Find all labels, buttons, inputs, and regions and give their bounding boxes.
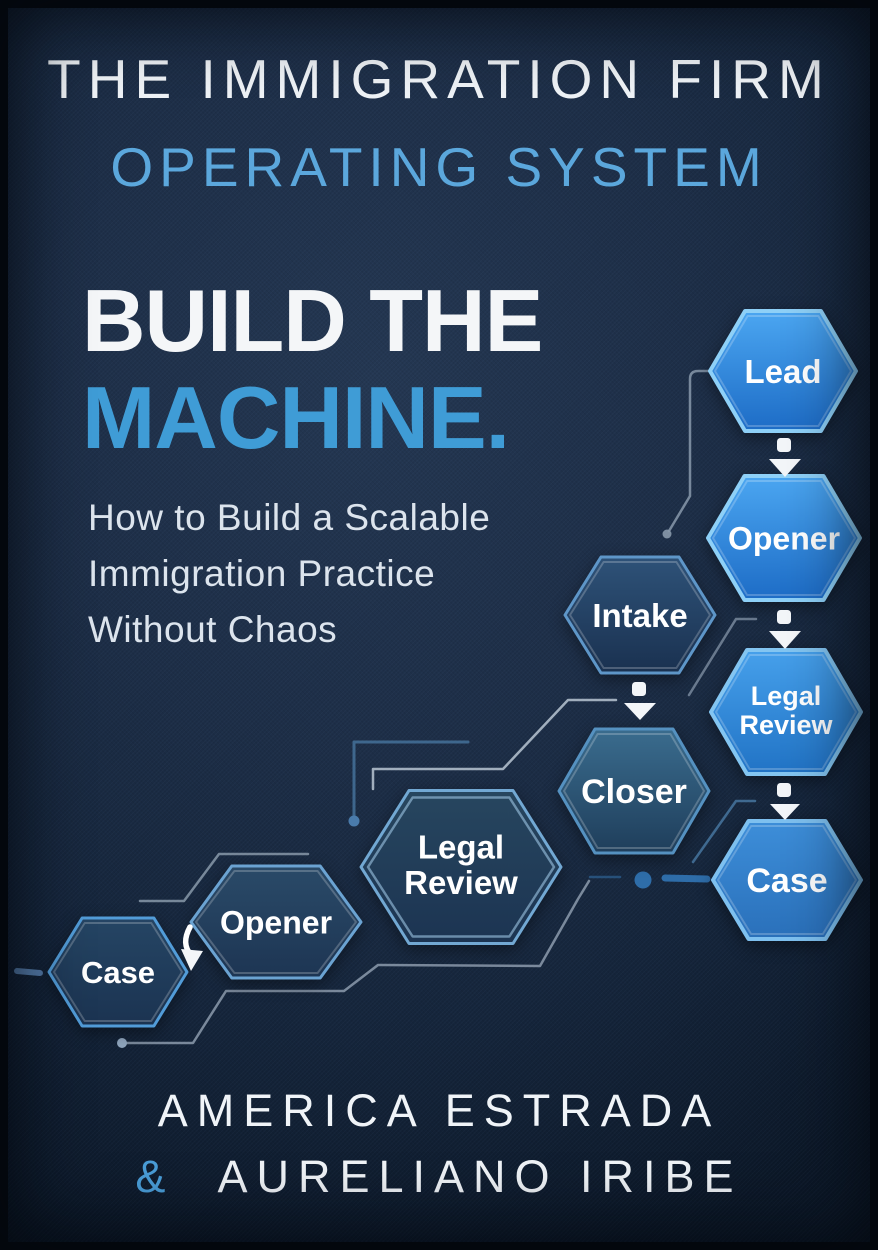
hex-label-lead: Lead xyxy=(744,353,821,390)
author-line1: AMERICA ESTRADA xyxy=(157,1085,721,1136)
headline-line1: BUILD THE xyxy=(82,271,543,370)
subtitle: How to Build a Scalable Immigration Prac… xyxy=(88,490,490,658)
hex-label-case-left: Case xyxy=(81,955,155,990)
flow-arrow-icon-opener-legalreview xyxy=(769,610,801,649)
flow-markers xyxy=(181,438,801,971)
flow-arrow-icon-legalreview-case xyxy=(770,783,800,820)
ampersand: & xyxy=(135,1151,175,1202)
circuit-traces xyxy=(14,369,758,1048)
hex-label-closer: Closer xyxy=(581,773,687,811)
flow-arrow-icon-lead-opener xyxy=(769,438,801,477)
cover-background xyxy=(8,8,870,1242)
hex-node-lead: Lead xyxy=(708,309,858,433)
headline: BUILD THE MACHINE. xyxy=(82,271,543,467)
hex-node-opener-left: Opener xyxy=(189,864,363,980)
curved-arrow-icon-case-opener xyxy=(181,924,203,971)
hex-label-intake: Intake xyxy=(592,597,687,634)
hex-label-opener-left: Opener xyxy=(220,905,332,941)
hex-node-case-left: Case xyxy=(47,916,189,1028)
subtitle-line3: Without Chaos xyxy=(88,609,338,650)
hex-node-case-right: Case xyxy=(711,819,863,941)
hex-label-opener-right: Opener xyxy=(728,521,840,557)
hex-node-opener-right: Opener xyxy=(706,474,862,602)
title-line1: THE IMMIGRATION FIRM xyxy=(47,48,831,110)
hex-label-case-right: Case xyxy=(746,862,827,900)
flow-arrow-icon-intake-closer xyxy=(624,682,656,720)
author-line2-name: AURELIANO IRIBE xyxy=(217,1151,743,1202)
headline-line2: MACHINE. xyxy=(82,368,510,467)
hex-node-intake: Intake xyxy=(563,555,717,675)
subtitle-line2: Immigration Practice xyxy=(88,553,436,594)
hex-node-closer: Closer xyxy=(557,727,711,855)
title-line2: OPERATING SYSTEM xyxy=(110,136,768,198)
subtitle-line1: How to Build a Scalable xyxy=(88,497,491,538)
author-line2: & AURELIANO IRIBE xyxy=(0,1154,878,1199)
